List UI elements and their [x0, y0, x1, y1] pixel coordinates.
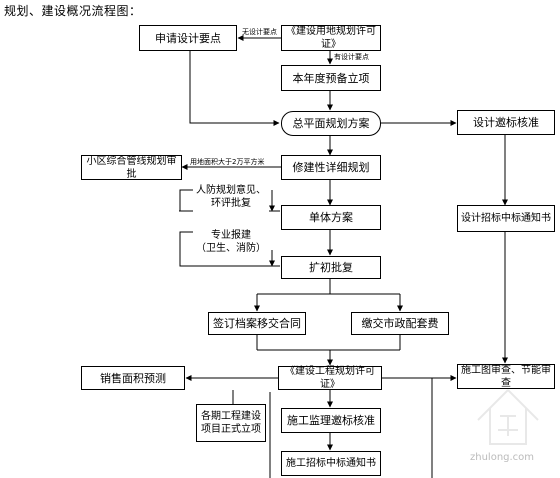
node-expansion-approval: 扩初批复 — [281, 256, 381, 279]
node-civil-defense: 人防规划意见、 环评批复 — [193, 180, 269, 214]
node-archive-contract: 签订档案移交合同 — [208, 312, 306, 335]
node-supervision-bid: 施工监理邀标核准 — [281, 408, 381, 433]
label-no-design-points: 无设计要点 — [242, 28, 277, 36]
node-construction-award: 施工招标中标通知书 — [281, 451, 381, 476]
node-sales-area: 销售面积预测 — [81, 366, 185, 390]
node-design-bid: 设计邀标核准 — [457, 110, 555, 135]
node-apply-design-points: 申请设计要点 — [139, 25, 237, 51]
node-pipeline-review: 小区综合管线规划审批 — [81, 155, 182, 180]
watermark-logo-icon — [477, 389, 539, 445]
node-project-approval: 各期工程建设 项目正式立项 — [196, 404, 266, 442]
node-engineering-permit: 《建设工程规划许可证》 — [278, 366, 382, 390]
label-area-over: 用地面积大于2万平方米 — [190, 158, 265, 166]
label-has-design-points: 有设计要点 — [334, 53, 369, 61]
node-design-award: 设计招标中标通知书 — [457, 205, 555, 232]
node-municipal-fee: 缴交市政配套费 — [351, 312, 449, 335]
node-single-scheme: 单体方案 — [281, 205, 381, 230]
page-title: 规划、建设概况流程图： — [4, 4, 142, 18]
watermark-text: zhulong.com — [470, 452, 535, 463]
node-special-report: 专业报建 （卫生、消防） — [193, 224, 269, 260]
node-land-permit: 《建设用地规划许可证》 — [281, 25, 381, 51]
node-drawing-review: 施工图审查、节能审查 — [457, 364, 555, 389]
node-site-plan: 总平面规划方案 — [281, 111, 381, 136]
node-detailed-plan: 修建性详细规划 — [281, 155, 381, 180]
node-annual-reserve: 本年度预备立项 — [281, 65, 381, 91]
